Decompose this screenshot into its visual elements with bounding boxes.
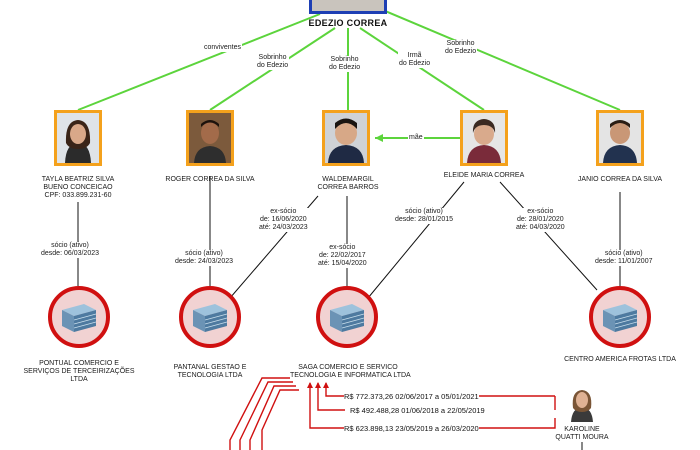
link-label-janio-centro: sócio (ativo) desde: 11/01/2007 [594,250,654,266]
payment-edge-6 [239,381,293,450]
edge-root-eleide [359,27,485,111]
arrow-icon [315,382,321,388]
company-name-line: CENTRO AMERICA FROTAS LTDA [564,356,676,363]
person-name-janio[interactable]: JANIO CORREA DA SILVA [562,176,678,184]
company-node-pantanal[interactable] [179,286,241,348]
building-icon [316,286,378,348]
relation-label-mae: mãe [408,134,424,142]
relation-label-roger: Sobrinho do Edezio [256,54,290,70]
root-photo[interactable] [309,0,387,14]
link-label-roger-pantanal: sócio (ativo) desde: 24/03/2023 [174,250,234,266]
company-name-line: SAGA COMERCIO E SERVICO [298,364,398,371]
person-avatar-icon [571,390,593,422]
edge-root-tayla [77,13,321,111]
person-name-line: KAROLINE [564,426,600,433]
company-name-pantanal[interactable]: PANTANAL GESTAO E TECNOLOGIA LTDA [150,364,270,380]
company-name-saga[interactable]: SAGA COMERCIO E SERVICO TECNOLOGIA E INF… [290,364,411,380]
company-name-pontual[interactable]: PONTUAL COMERCIO E SERVIÇOS DE TERCEIRIZ… [14,360,144,384]
company-node-pontual[interactable] [48,286,110,348]
link-label-eleide-centro: ex-sócio de: 28/01/2020 até: 04/03/2020 [515,208,566,232]
person-photo-waldemargil[interactable] [322,110,370,166]
link-label-waldemargil-saga: ex-sócio de: 22/02/2017 até: 15/04/2020 [317,244,368,268]
person-name-tayla[interactable]: TAYLA BEATRIZ SILVA BUENO CONCEICAO CPF:… [20,176,136,200]
payment-edge-2 [317,383,345,411]
company-name-line: PONTUAL COMERCIO E [39,360,119,367]
person-avatar-icon [189,113,231,163]
relation-label-janio: Sobrinho do Edezio [444,40,478,56]
person-name-line: CORREA BARROS [317,184,379,191]
company-node-saga[interactable] [316,286,378,348]
person-name-line: CPF: 033.899.231-60 [44,192,112,199]
person-name-line: WALDEMARGIL [322,176,374,183]
edge-eleide-centro [499,181,598,291]
company-name-line: SERVIÇOS DE TERCEIRIZAÇÕES [23,368,135,375]
person-name-line: ELEIDE MARIA CORREA [443,172,525,179]
payment-label-3[interactable]: R$ 623.898,13 23/05/2019 a 26/03/2020 [344,424,479,433]
person-photo-tayla[interactable] [54,110,102,166]
person-name-line: QUATTI MOURA [555,434,609,441]
person-photo-eleide[interactable] [460,110,508,166]
company-node-centroamerica[interactable] [589,286,651,348]
relation-label-waldemargil: Sobrinho do Edezio [328,56,362,72]
building-icon [179,286,241,348]
edge-eleide-saga [367,181,465,299]
arrow-mae-icon [375,134,383,142]
arrow-icon [323,382,329,388]
person-photo-karoline[interactable] [566,386,598,422]
person-name-roger[interactable]: ROGER CORREA DA SILVA [152,176,268,184]
person-avatar-icon [463,113,505,163]
company-name-line: TECNOLOGIA E INFORMATICA LTDA [290,372,411,379]
person-avatar-icon [57,113,99,163]
payment-edge-3 [309,383,340,429]
payment-label-1[interactable]: R$ 772.373,26 02/06/2017 a 05/01/2021 [344,392,479,401]
company-name-line: LTDA [70,376,88,383]
building-icon [589,286,651,348]
link-label-waldemargil-pantanal: ex-sócio de: 16/06/2020 até: 24/03/2023 [258,208,309,232]
person-name-eleide[interactable]: ELEIDE MARIA CORREA [426,172,542,180]
edge-root-janio [377,7,621,111]
payment-edge-4 [325,383,340,397]
company-name-line: TECNOLOGIA LTDA [177,372,243,379]
person-name-waldemargil[interactable]: WALDEMARGIL CORREA BARROS [290,176,406,192]
root-name: EDEZIO CORREA [308,18,388,28]
person-name-line: ROGER CORREA DA SILVA [165,176,255,183]
person-avatar-icon [599,113,641,163]
payment-label-2[interactable]: R$ 492.488,28 01/06/2018 a 22/05/2019 [350,406,485,415]
relation-label-tayla: conviventes [203,44,242,52]
link-label-eleide-saga: sócio (ativo) desde: 28/01/2015 [394,208,454,224]
company-name-line: PANTANAL GESTAO E [173,364,247,371]
person-name-line: JANIO CORREA DA SILVA [577,176,663,183]
person-avatar-icon [325,113,367,163]
payment-edge-5 [229,377,290,450]
arrow-icon [307,382,313,388]
company-name-centroamerica[interactable]: CENTRO AMERICA FROTAS LTDA [560,356,680,364]
person-photo-roger[interactable] [186,110,234,166]
relation-label-eleide: Irmã do Edezio [398,52,432,68]
link-label-tayla-pontual: sócio (ativo) desde: 06/03/2023 [40,242,100,258]
person-photo-janio[interactable] [596,110,644,166]
company-edges [77,176,621,450]
person-name-line: BUENO CONCEICAO [43,184,113,191]
payment-edge-7 [249,385,296,450]
person-name-line: TAYLA BEATRIZ SILVA [41,176,115,183]
person-name-karoline[interactable]: KAROLINE QUATTI MOURA [548,426,616,442]
payment-edge-8 [261,389,299,450]
building-icon [48,286,110,348]
payment-arrows [307,382,329,388]
